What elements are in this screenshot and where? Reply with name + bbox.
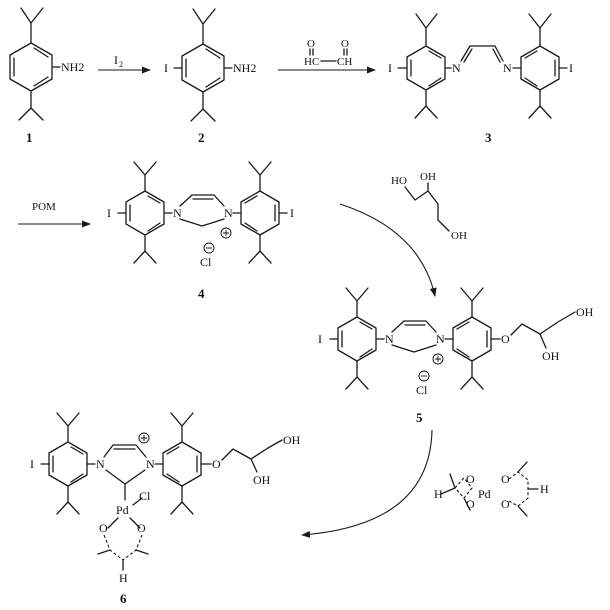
imine-n-3a: N bbox=[452, 61, 461, 75]
compound-number-2: 2 bbox=[198, 130, 205, 145]
pd-acac-metal: Pd bbox=[478, 487, 491, 501]
reaction-arrow-etherification bbox=[339, 203, 437, 297]
iodo-label-5: I bbox=[318, 332, 322, 346]
nhc-n-6a: N bbox=[96, 457, 105, 471]
hydroxyl-5a: OH bbox=[576, 305, 594, 319]
compound-number-6: 6 bbox=[120, 591, 127, 606]
imine-n-3b: N bbox=[503, 61, 512, 75]
imidazolium-n-4b: N bbox=[224, 206, 233, 220]
iodo-label-2: I bbox=[164, 61, 168, 75]
amine-label-1: NH2 bbox=[61, 60, 84, 74]
pd-chloride-6: Cl bbox=[139, 489, 151, 503]
reagent-glycerol: HO OH OH bbox=[391, 171, 467, 242]
iodo-label-6: I bbox=[30, 457, 34, 471]
pd-acac-o-4: O bbox=[501, 497, 510, 511]
iodo-label-3a: I bbox=[388, 61, 392, 75]
compound-6: I N N Pd Cl O O H O OH OH 6 bbox=[30, 412, 301, 606]
hydroxyl-6b: OH bbox=[253, 473, 271, 487]
pd-acac-o-1: O bbox=[466, 472, 475, 486]
reaction-arrow-iodination: I 2 bbox=[98, 53, 151, 74]
compound-number-3: 3 bbox=[485, 130, 492, 145]
iodo-label-3b: I bbox=[569, 61, 573, 75]
compound-number-5: 5 bbox=[416, 410, 423, 425]
acac-o-6a: O bbox=[99, 521, 108, 535]
pd-acac-h-2: H bbox=[540, 482, 549, 496]
glycerol-oh-3: OH bbox=[451, 230, 467, 242]
reagent-pom: POM bbox=[32, 201, 56, 213]
acac-o-6b: O bbox=[137, 521, 146, 535]
imidazolium-n-4a: N bbox=[173, 206, 182, 220]
iodo-label-4a: I bbox=[107, 206, 111, 220]
chloride-anion-5: Cl bbox=[416, 383, 428, 397]
compound-2: I NH2 2 bbox=[164, 8, 256, 145]
reaction-arrow-cyclization: POM bbox=[18, 201, 91, 228]
pd-acac-h-1: H bbox=[434, 487, 443, 501]
compound-1: NH2 1 bbox=[9, 7, 84, 145]
imidazolium-n-5a: N bbox=[385, 332, 394, 346]
compound-4: I N N I Cl 4 bbox=[107, 161, 294, 301]
pd-metal-6: Pd bbox=[116, 503, 129, 517]
glyoxal-ch-1: HC bbox=[304, 56, 319, 68]
pd-acac-o-3: O bbox=[501, 472, 510, 486]
acac-h-6: H bbox=[119, 571, 128, 585]
compound-number-4: 4 bbox=[198, 286, 205, 301]
glycerol-oh-2: OH bbox=[420, 171, 436, 183]
ether-o-6: O bbox=[212, 457, 221, 471]
hydroxyl-6a: OH bbox=[283, 433, 301, 447]
glyoxal-o-1: O bbox=[307, 38, 315, 50]
pd-acac-o-2: O bbox=[466, 497, 475, 511]
reaction-arrow-condensation: O O HC CH bbox=[278, 38, 376, 74]
nhc-n-6b: N bbox=[146, 457, 155, 471]
glycerol-oh-1: HO bbox=[391, 175, 407, 187]
hydroxyl-5b: OH bbox=[542, 349, 560, 363]
chloride-anion-4: Cl bbox=[200, 255, 212, 269]
glyoxal-o-2: O bbox=[341, 38, 349, 50]
reaction-arrow-metalation bbox=[301, 429, 433, 538]
amine-label-2: NH2 bbox=[233, 61, 256, 75]
reagent-iodine-subscript: 2 bbox=[119, 60, 123, 69]
compound-3: I N N I 3 bbox=[388, 13, 573, 145]
iodo-label-4b: I bbox=[290, 206, 294, 220]
compound-number-1: 1 bbox=[26, 130, 33, 145]
ether-o-5: O bbox=[501, 332, 510, 346]
imidazolium-n-5b: N bbox=[436, 332, 445, 346]
reagent-pd-acac: H O O Pd O O H bbox=[434, 461, 549, 517]
glyoxal-ch-2: CH bbox=[337, 56, 352, 68]
compound-5: I N N O OH OH Cl 5 bbox=[318, 287, 594, 425]
reagent-iodine: I bbox=[114, 53, 118, 67]
